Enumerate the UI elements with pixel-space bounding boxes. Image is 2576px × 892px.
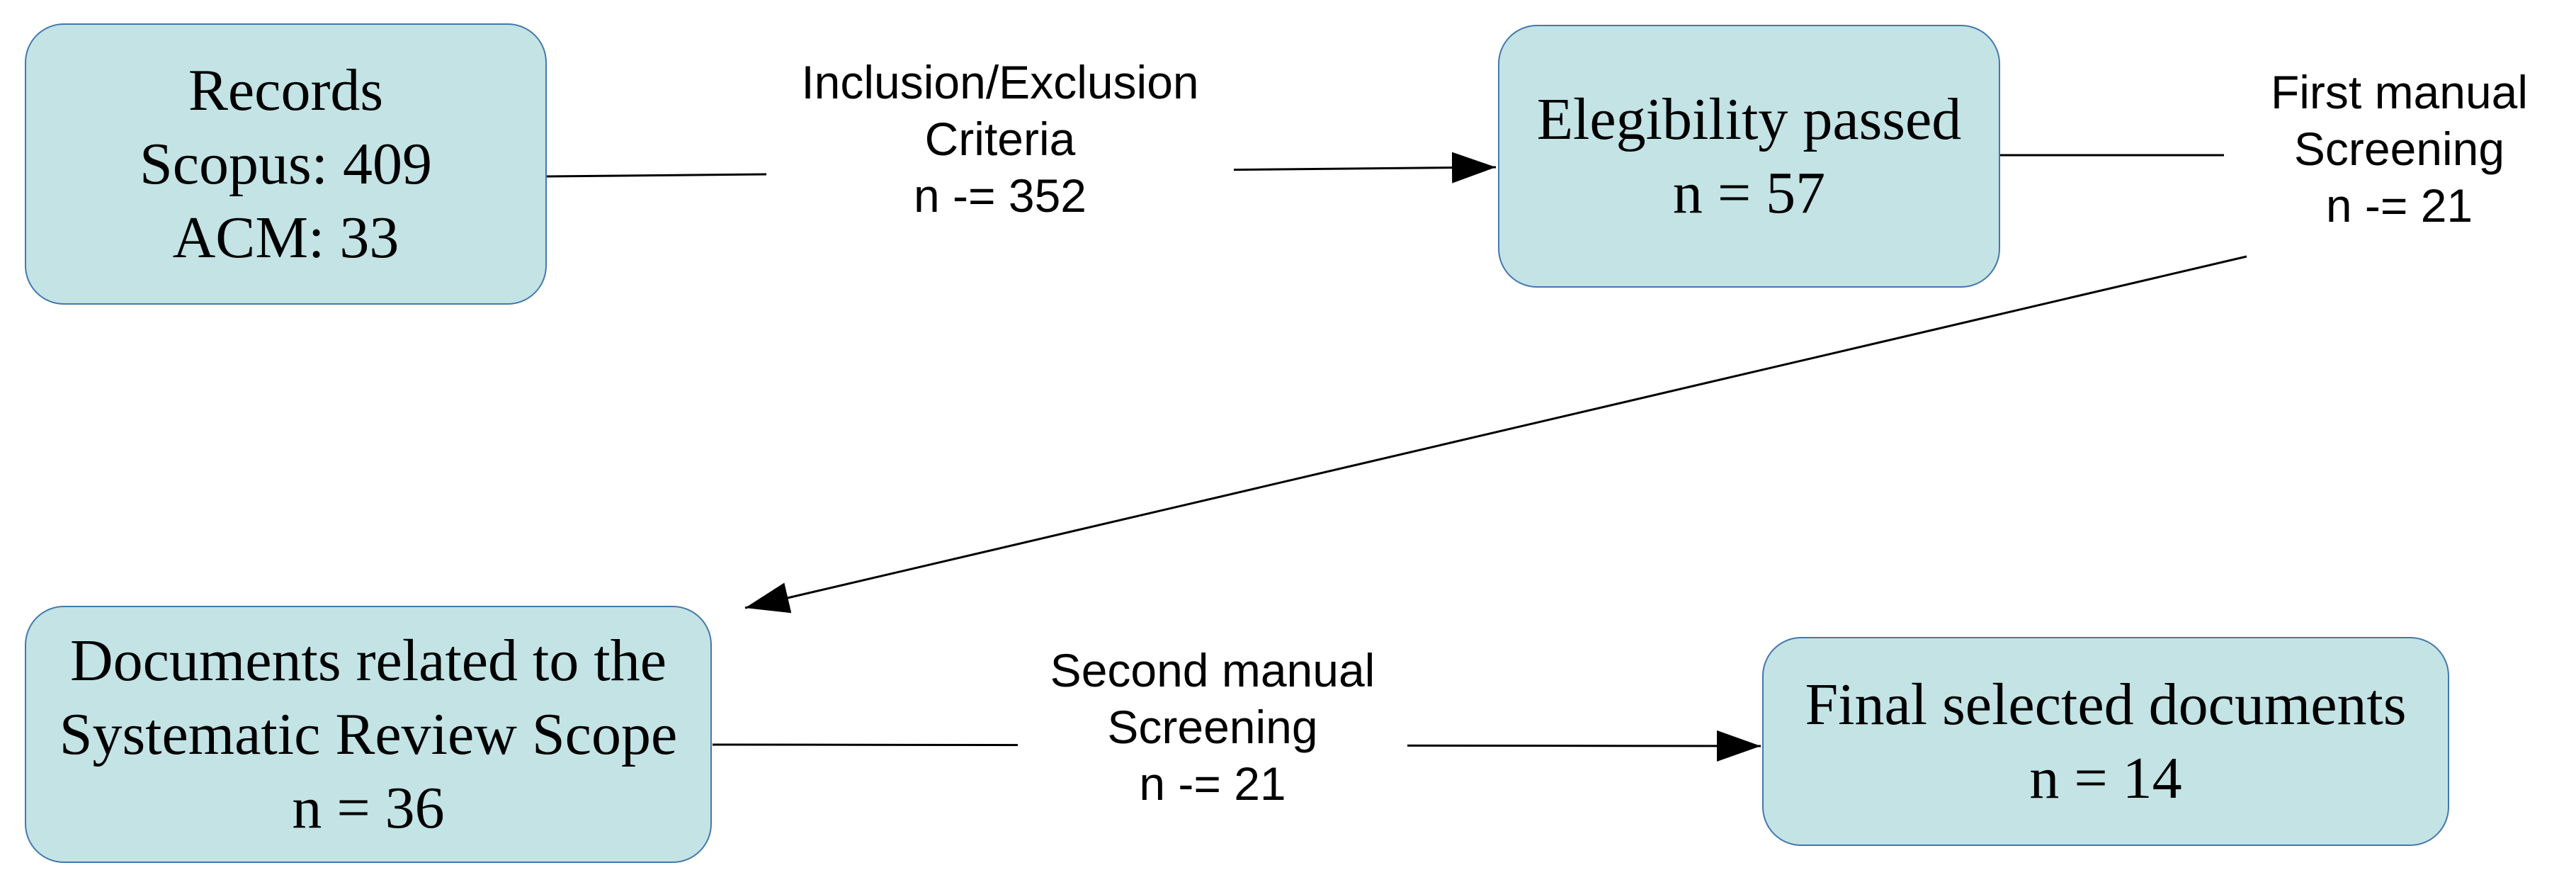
box-records-line-3: ACM: 33 (172, 204, 399, 271)
box-scope-line-2: Systematic Review Scope (59, 701, 678, 767)
box-eligibility-line-1: Elegibility passed (1536, 86, 1962, 152)
box-scope-line-1: Documents related to the (69, 627, 667, 694)
label-criteria-line-2: Criteria (924, 113, 1076, 165)
label-criteria-line-1: Inclusion/Exclusion (801, 56, 1199, 108)
box-eligibility-passed: Elegibility passed n = 57 (1498, 25, 2000, 288)
box-records-line-1: Records (188, 57, 384, 123)
label-first-screening-line-3: n -= 21 (2325, 179, 2473, 232)
box-scope-line-3: n = 36 (292, 774, 445, 841)
box-records-line-2: Scopus: 409 (139, 130, 433, 197)
label-first-screening-line-2: Screening (2293, 123, 2505, 175)
label-second-screening-line-2: Screening (1107, 701, 1318, 753)
label-second-manual-screening: Second manual Screening n -= 21 (1018, 638, 1407, 816)
label-second-screening-line-3: n -= 21 (1139, 757, 1286, 810)
label-inclusion-exclusion-criteria: Inclusion/Exclusion Criteria n -= 352 (766, 50, 1234, 228)
box-final-selected-documents: Final selected documents n = 14 (1762, 637, 2449, 846)
label-second-screening-line-1: Second manual (1050, 644, 1375, 696)
box-final-line-1: Final selected documents (1805, 671, 2407, 738)
box-records: Records Scopus: 409 ACM: 33 (25, 23, 547, 305)
label-first-manual-screening: First manual Screening n -= 21 (2242, 60, 2557, 238)
box-eligibility-line-2: n = 57 (1672, 159, 1826, 226)
box-final-line-2: n = 14 (2029, 745, 2182, 811)
connector-diagonal-screening-to-scope (744, 255, 2247, 614)
box-documents-related-to-scope: Documents related to the Systematic Revi… (25, 606, 712, 863)
label-first-screening-line-1: First manual (2270, 66, 2529, 118)
label-criteria-line-3: n -= 352 (913, 169, 1087, 222)
